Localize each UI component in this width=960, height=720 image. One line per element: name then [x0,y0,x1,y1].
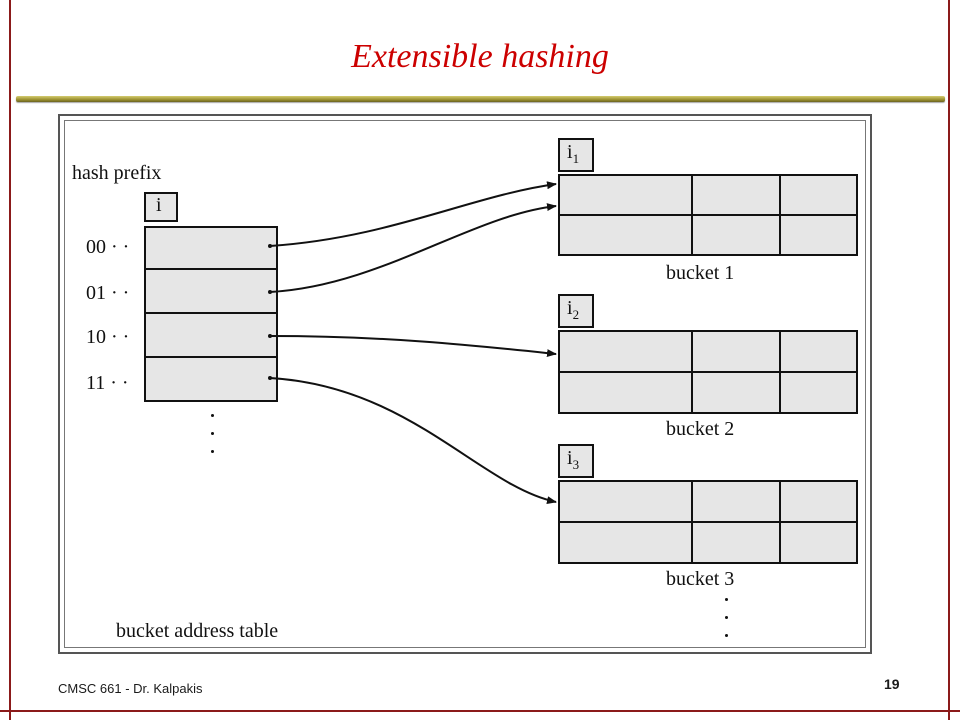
pointer-00-to-bucket-1 [269,181,557,247]
bucket-3-depth-label: i3 [567,447,580,472]
slide-border-bottom [0,710,960,712]
hash-prefix-label: hash prefix [72,162,162,184]
directory-prefix-11: 11 · · [86,372,129,394]
table-caption: bucket address table [116,620,279,642]
pointer-01-to-bucket-1 [269,203,557,293]
bucket-2-depth-box [558,294,594,328]
bucket-1-depth-label: i1 [567,141,580,166]
bucket-3-label: bucket 3 [666,568,735,590]
figure-inner-border [64,120,866,648]
pointer-arrows [268,181,557,505]
slide-border-right [948,0,950,720]
directory-entry-00 [144,226,278,270]
directory-prefix-10: 10 · · [86,326,130,348]
pointer-10-to-bucket-2 [269,335,557,358]
bucket-1-depth-box [558,138,594,172]
slide-border-left [9,0,11,720]
directory-prefix-01: 01 · · [86,282,130,304]
figure-panel: hash prefix i 00 · · 01 · · 10 · · 11 · … [58,114,872,654]
pointer-11-to-bucket-3 [269,377,557,505]
page-number: 19 [884,676,900,692]
bucket-1-label: bucket 1 [666,262,735,284]
bucket-3-depth-box [558,444,594,478]
directory-entry-11 [144,356,278,402]
global-depth-label: i [156,194,162,216]
global-depth-box [144,192,178,222]
directory-entry-01 [144,268,278,314]
bucket-2-label: bucket 2 [666,418,735,440]
title-rule [16,96,945,102]
directory-prefix-00: 00 · · [86,236,130,258]
footer-course: CMSC 661 - Dr. Kalpakis [58,681,203,696]
bucket-2-depth-label: i2 [567,297,580,322]
slide-title: Extensible hashing [351,38,609,75]
